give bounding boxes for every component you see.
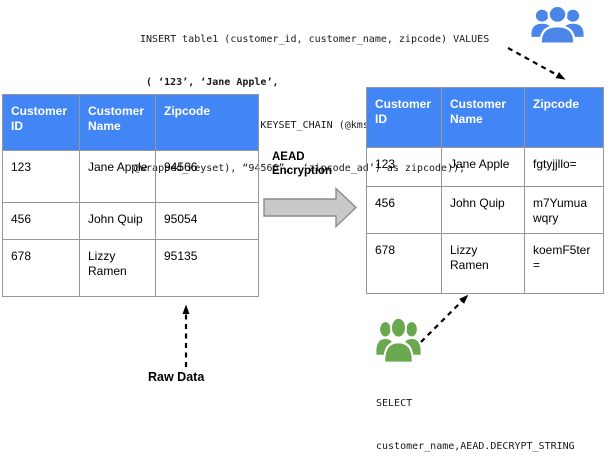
cell-customer-id: 456: [366, 186, 442, 234]
insert-sql-line: ( ‘123’, ‘Jane Apple’,: [134, 77, 279, 89]
cell-zipcode: 95135: [155, 239, 259, 297]
cell-customer-name: Lizzy Ramen: [441, 233, 525, 294]
table-row: 456 John Quip 95054: [2, 202, 259, 240]
cell-customer-id: 123: [2, 150, 80, 203]
insert-to-table-dashed-arrow: [507, 47, 566, 80]
encrypted-data-table: Customer ID Customer Name Zipcode 123 Ja…: [366, 87, 604, 294]
select-sql-line: SELECT: [376, 398, 413, 410]
cell-customer-id: 678: [366, 233, 442, 294]
table-row: 456 John Quip m7Yumuawqry: [366, 186, 604, 234]
select-to-table-dashed-arrow: [420, 294, 469, 343]
raw-data-label: Raw Data: [148, 370, 205, 384]
insert-sql-line: INSERT table1 (customer_id, customer_nam…: [134, 33, 490, 45]
cell-zipcode: 94566: [155, 150, 259, 203]
column-header: Customer Name: [79, 94, 156, 151]
raw-data-table: Customer ID Customer Name Zipcode 123 Ja…: [2, 94, 259, 297]
users-group-icon: [531, 4, 584, 45]
table-row: 678 Lizzy Ramen koemF5ter=: [366, 233, 604, 294]
cell-encrypted-zipcode: m7Yumuawqry: [524, 186, 604, 234]
cell-encrypted-zipcode: fgtyjjllo=: [524, 147, 604, 187]
table-header-row: Customer ID Customer Name Zipcode: [366, 87, 604, 148]
table-header-row: Customer ID Customer Name Zipcode: [2, 94, 259, 151]
cell-zipcode: 95054: [155, 202, 259, 240]
cell-customer-name: Lizzy Ramen: [79, 239, 156, 297]
table-row: 678 Lizzy Ramen 95135: [2, 239, 259, 297]
encryption-block-arrow-icon: [263, 187, 358, 229]
table-row: 123 Jane Apple fgtyjjllo=: [366, 147, 604, 187]
column-header: Customer ID: [366, 87, 442, 148]
column-header: Customer ID: [2, 94, 80, 151]
column-header: Zipcode: [155, 94, 259, 151]
cell-customer-name: Jane Apple: [441, 147, 525, 187]
cell-customer-name: John Quip: [79, 202, 156, 240]
cell-customer-id: 456: [2, 202, 80, 240]
users-group-icon: [376, 316, 421, 365]
cell-customer-name: Jane Apple: [79, 150, 156, 203]
select-sql-line: customer_name,AEAD.DECRYPT_STRING: [376, 441, 575, 453]
cell-customer-id: 678: [2, 239, 80, 297]
column-header: Zipcode: [524, 87, 604, 148]
cell-customer-id: 123: [366, 147, 442, 187]
table-row: 123 Jane Apple 94566: [2, 150, 259, 203]
select-sql-code: SELECT customer_name,AEAD.DECRYPT_STRING…: [376, 369, 575, 469]
aead-encryption-label: AEAD Encryption: [272, 151, 333, 177]
cell-customer-name: John Quip: [441, 186, 525, 234]
cell-encrypted-zipcode: koemF5ter=: [524, 233, 604, 294]
column-header: Customer Name: [441, 87, 525, 148]
